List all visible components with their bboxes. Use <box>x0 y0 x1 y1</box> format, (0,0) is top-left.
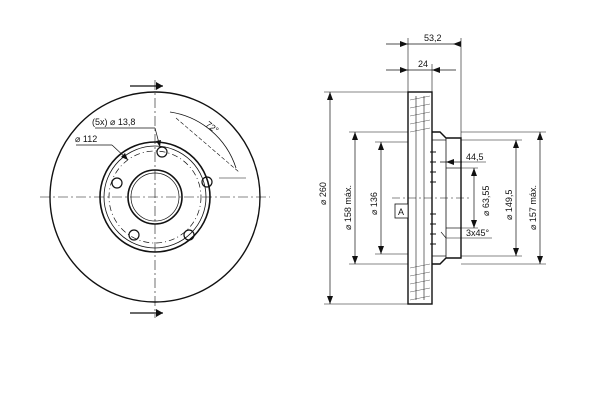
arrowhead <box>432 67 440 73</box>
arrowhead <box>400 41 408 47</box>
hub-diameter-label: ⌀ 149,5 <box>504 190 514 220</box>
hub-max-label: ⌀ 157 máx. <box>528 185 538 230</box>
hat-bolt-marks <box>430 151 436 245</box>
arrowhead <box>378 246 384 254</box>
arrowhead <box>471 220 477 228</box>
pcd-circle <box>108 150 202 244</box>
arrowhead <box>121 153 128 160</box>
friction-ring-hatching <box>409 95 431 301</box>
max-wear-diameter-label: ⌀ 158 máx. <box>343 185 353 230</box>
arrowhead <box>471 168 477 176</box>
arrowhead <box>327 296 333 304</box>
bolt-hole <box>183 229 195 241</box>
inner-diameter-label: ⌀ 136 <box>369 192 379 215</box>
arrowhead <box>453 41 461 47</box>
arrowhead <box>352 256 358 264</box>
arrowhead <box>156 82 163 90</box>
bolt-holes-label: (5x) ⌀ 13,8 <box>92 117 135 127</box>
side-view: 53,2 24 <box>318 33 546 305</box>
arrowhead <box>352 132 358 140</box>
arrowhead <box>156 309 163 317</box>
arrowhead <box>446 159 454 165</box>
overall-width-label: 53,2 <box>424 33 442 43</box>
arrowhead <box>156 140 161 147</box>
arrowhead <box>537 256 543 264</box>
angle-arc <box>169 111 237 169</box>
arrowhead <box>513 140 519 148</box>
chamfer-label: 3x45° <box>466 228 490 238</box>
arrowhead <box>400 67 408 73</box>
bolt-hole <box>128 229 140 241</box>
bolt-hole <box>111 177 123 189</box>
reference-box <box>394 203 409 219</box>
pcd-label: ⌀ 112 <box>75 134 97 144</box>
arrowhead <box>513 248 519 256</box>
reference-label: A <box>398 207 404 217</box>
disc-thickness-label: 24 <box>418 59 428 69</box>
outer-diameter-label: ⌀ 260 <box>318 182 328 205</box>
angle-label: 72° <box>204 119 221 136</box>
bolt-hole <box>201 176 213 188</box>
center-bore-label: ⌀ 63,55 <box>481 186 491 216</box>
front-view: (5x) ⌀ 13,8 ⌀ 112 72° <box>40 80 270 318</box>
bolt-hole <box>156 146 168 158</box>
arrowhead <box>537 132 543 140</box>
arrowhead <box>327 92 333 100</box>
arrowhead <box>378 142 384 150</box>
chamfer-leader-line <box>440 231 447 239</box>
hat-height-label: 44,5 <box>466 152 484 162</box>
angle-extension-line <box>175 117 240 173</box>
